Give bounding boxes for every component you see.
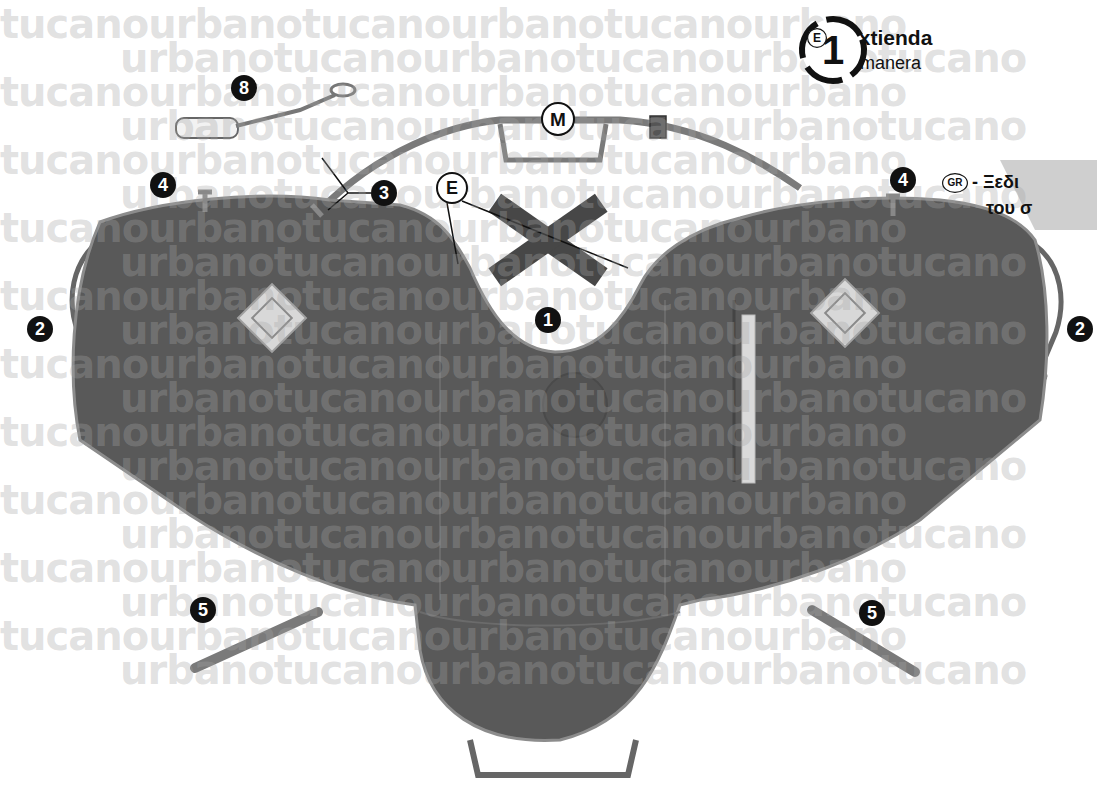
callout-outline [808,29,827,48]
callout-outline [231,75,257,101]
callout-circle: E [807,28,827,48]
watermark-text: urbanotucanourbanotucanourbanotucano [120,650,1026,690]
callout-number: 1 [799,16,867,84]
callout-number: 2 [1067,316,1093,342]
callout-outline [437,173,467,203]
bottom-loop [470,740,636,775]
callout-number: E [807,28,827,48]
callout-outline [859,600,885,626]
callout-circle: GR [942,173,968,193]
callout-circle: 8 [231,75,257,101]
callout-number: GR [942,173,968,193]
callout-circle: 4 [890,167,916,193]
callout-circle: 5 [190,597,216,623]
callout-number: 4 [890,167,916,193]
callout-number: 2 [27,316,53,342]
callout-circle: 2 [1067,316,1093,342]
callout-circle: E [436,172,468,204]
instruction-text: - Ξεδι [972,172,1019,193]
callout-number: M [541,102,575,136]
callout-number: 1 [535,307,561,333]
callout-outline [890,167,916,193]
callout-outline [150,172,176,198]
callout-outline [27,316,53,342]
callout-number: 3 [371,180,397,206]
instruction-text: του σ [986,198,1032,219]
callout-outline [371,180,397,206]
callout-outline [542,103,574,135]
callout-circle: 3 [371,180,397,206]
callout-circle: 1 [535,307,561,333]
callout-circle: 4 [150,172,176,198]
callout-number: 8 [231,75,257,101]
callout-circle: 2 [27,316,53,342]
callout-outline [535,307,561,333]
callout-number: 4 [150,172,176,198]
callout-number: E [436,172,468,204]
callout-circle: M [541,102,575,136]
callout-outline [793,10,872,89]
callout-number: 5 [190,597,216,623]
callout-outline [943,174,968,193]
callout-circle: 5 [859,600,885,626]
callout-outline [1067,316,1093,342]
callout-outline [190,597,216,623]
callout-number: 5 [859,600,885,626]
callout-circle: 1 [799,16,867,84]
